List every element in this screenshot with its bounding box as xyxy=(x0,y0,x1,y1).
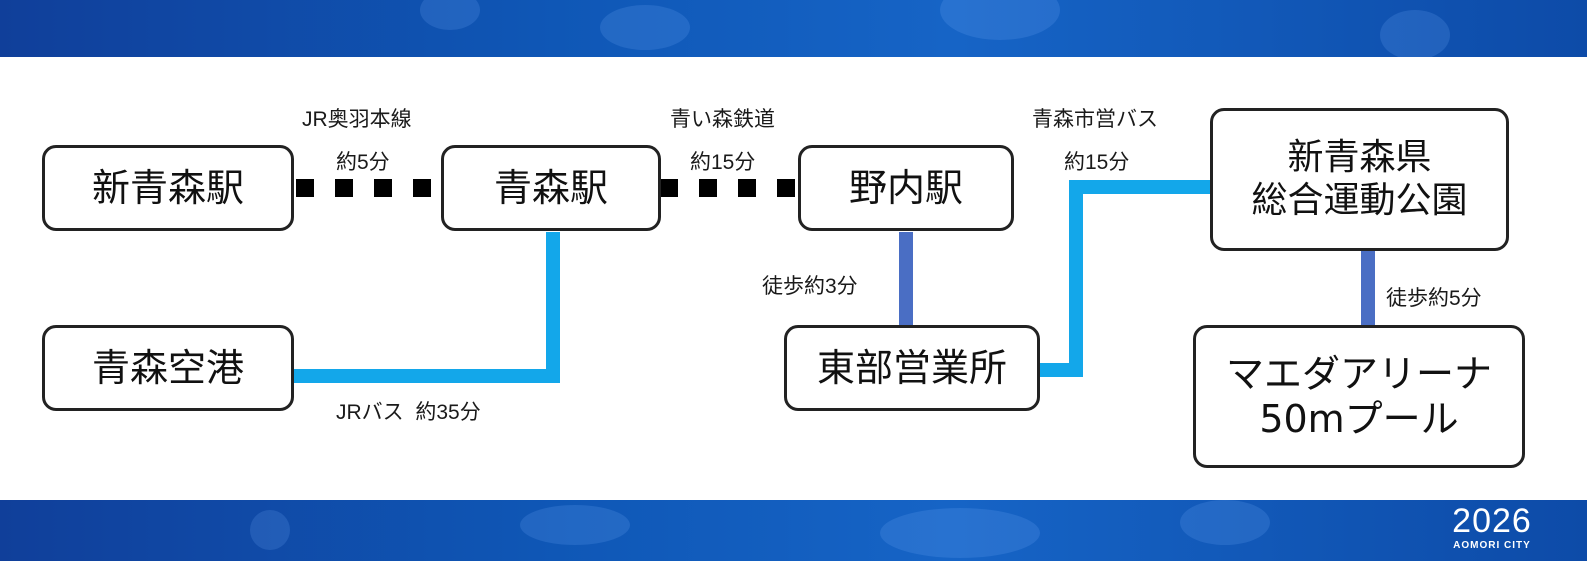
rail-dot xyxy=(374,179,392,197)
node-nonai-station: 野内駅 xyxy=(798,145,1014,231)
aoimori-line-name: 青い森鉄道 xyxy=(670,108,775,131)
event-logo: 2026 AOMORI CITY xyxy=(1440,502,1544,558)
node-label: マエダアリーナ xyxy=(1225,351,1492,396)
decor-blob xyxy=(1380,10,1450,57)
aoimori-line-dots xyxy=(660,179,795,197)
jr-bus-label: JRバス 約35分 xyxy=(336,401,481,424)
node-label: 東部営業所 xyxy=(816,345,1007,390)
decor-blob xyxy=(250,510,290,550)
decor-blob xyxy=(600,5,690,50)
city-bus-name: 青森市営バス xyxy=(1032,108,1158,131)
rail-dot xyxy=(335,179,353,197)
ou-line-name: JR奥羽本線 xyxy=(302,108,412,131)
city-bus-line xyxy=(1040,180,1213,377)
footer-band xyxy=(0,500,1587,561)
aoimori-line-time: 約15分 xyxy=(690,151,756,174)
node-shin-aomori-station: 新青森駅 xyxy=(42,145,294,231)
rail-dot xyxy=(699,179,717,197)
node-maeda-arena: マエダアリーナ 50mプール xyxy=(1193,325,1525,468)
node-label: 青森駅 xyxy=(493,165,608,210)
node-tobu-office: 東部営業所 xyxy=(784,325,1040,411)
rail-dot xyxy=(660,179,678,197)
city-bus-time: 約15分 xyxy=(1064,151,1130,174)
decor-blob xyxy=(520,505,630,545)
node-label: 新青森県 xyxy=(1287,137,1432,179)
node-sports-park: 新青森県 総合運動公園 xyxy=(1210,108,1509,251)
node-aomori-airport: 青森空港 xyxy=(42,325,294,411)
walk-park-label: 徒歩約5分 xyxy=(1386,287,1482,310)
walk-nonai-label: 徒歩約3分 xyxy=(762,275,858,298)
jr-bus-line xyxy=(292,232,560,383)
logo-city: AOMORI CITY xyxy=(1453,540,1531,551)
node-label: 新青森駅 xyxy=(91,165,244,210)
rail-dot xyxy=(738,179,756,197)
node-label: 総合運動公園 xyxy=(1251,179,1468,221)
rail-dot xyxy=(777,179,795,197)
header-band xyxy=(0,0,1587,57)
decor-blob xyxy=(1180,500,1270,545)
node-label: 50mプール xyxy=(1259,396,1459,441)
rail-dot xyxy=(413,179,431,197)
ou-line-time: 約5分 xyxy=(336,151,390,174)
rail-dot xyxy=(296,179,314,197)
node-aomori-station: 青森駅 xyxy=(441,145,661,231)
decor-blob xyxy=(880,508,1040,558)
node-label: 青森空港 xyxy=(91,345,244,390)
node-label: 野内駅 xyxy=(848,165,963,210)
logo-year: 2026 xyxy=(1452,502,1532,540)
ou-line-dots xyxy=(296,179,431,197)
